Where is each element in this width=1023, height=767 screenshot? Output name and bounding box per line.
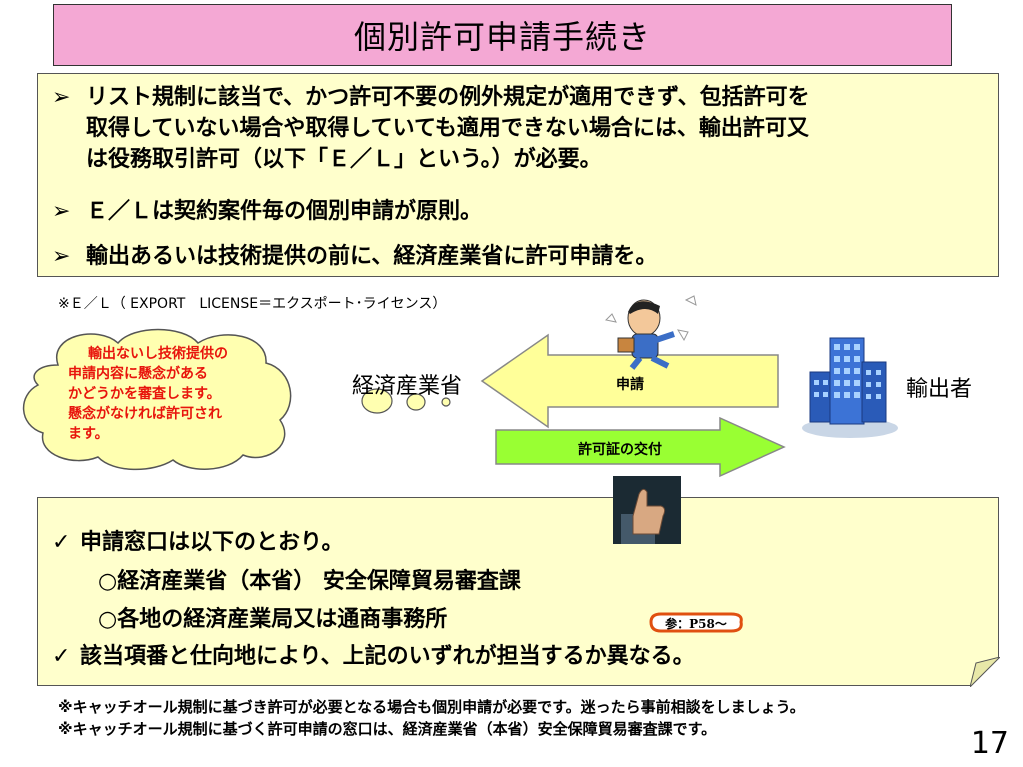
bottom-note-box — [37, 497, 1000, 687]
top-bullet-2: ➢ Ｅ／Ｌは契約案件毎の個別申請が原則。 — [52, 196, 482, 227]
bullet-line: Ｅ／Ｌは契約案件毎の個別申請が原則。 — [86, 199, 483, 224]
cloud-text: 輸出ないし技術提供の 申請内容に懸念がある かどうかを審査します。 懸念がなけれ… — [68, 346, 228, 442]
catch-all-note-1: ※キャッチオール規制に基づき許可が必要となる場合も個別申請が必要です。迷ったら事… — [58, 698, 805, 716]
thought-cloud — [22, 328, 292, 471]
thought-bubbles — [361, 388, 451, 414]
bullet-line: 輸出あるいは技術提供の前に、経済産業省に許可申請を。 — [86, 244, 658, 269]
bullet-line: リスト規制に該当で、かつ許可不要の例外規定が適用できず、包括許可を — [86, 85, 810, 110]
bottom-bullet-4: ✓ 該当項番と仕向地により、上記のいずれが担当するか異なる。 — [52, 641, 695, 672]
bottom-bullet-3: ○各地の経済産業局又は通商事務所 — [98, 607, 448, 632]
meti-label: 経済産業省 — [352, 374, 463, 399]
top-note-box — [37, 73, 999, 277]
apply-arrow — [480, 333, 779, 429]
bullet-arrow-icon: ➢ — [52, 199, 71, 224]
permit-arrow — [495, 416, 786, 478]
running-man-icon — [604, 295, 697, 370]
page-number: 17 — [970, 726, 1009, 761]
exporter-label: 輸出者 — [906, 377, 973, 402]
reference-text: 参：P58〜 — [665, 617, 727, 631]
bullet-line: 取得していない場合や取得していても適用できない場合には、輸出許可又 — [86, 116, 809, 141]
bullet-line: は役務取引許可（以下「Ｅ／Ｌ」という。）が必要。 — [86, 147, 602, 172]
bullet-arrow-icon: ➢ — [52, 244, 71, 269]
el-footnote: ※Ｅ／Ｌ（ EXPORT LICENSE＝エクスポート･ライセンス） — [58, 296, 447, 312]
slide-title: 個別許可申請手続き — [53, 4, 952, 66]
thumbs-up-photo — [613, 476, 681, 544]
bullet-arrow-icon: ➢ — [52, 85, 71, 110]
catch-all-note-2: ※キャッチオール規制に基づく許可申請の窓口は、経済産業省（本省）安全保障貿易審査… — [58, 720, 717, 738]
checkmark-icon: ✓ — [52, 644, 71, 669]
checkmark-icon: ✓ — [52, 530, 71, 555]
top-bullet-3: ➢ 輸出あるいは技術提供の前に、経済産業省に許可申請を。 — [52, 241, 657, 272]
page-fold-icon — [970, 657, 1000, 687]
building-icon — [802, 337, 898, 438]
bottom-bullet-1: ✓ 申請窓口は以下のとおり。 — [52, 527, 344, 558]
apply-arrow-label: 申請 — [616, 377, 644, 393]
permit-arrow-label: 許可証の交付 — [578, 442, 662, 458]
bottom-bullet-2: ○経済産業省（本省） 安全保障貿易審査課 — [98, 569, 521, 594]
reference-tag — [649, 612, 743, 633]
top-bullet-1: ➢ リスト規制に該当で、かつ許可不要の例外規定が適用できず、包括許可を 取得して… — [52, 82, 810, 175]
